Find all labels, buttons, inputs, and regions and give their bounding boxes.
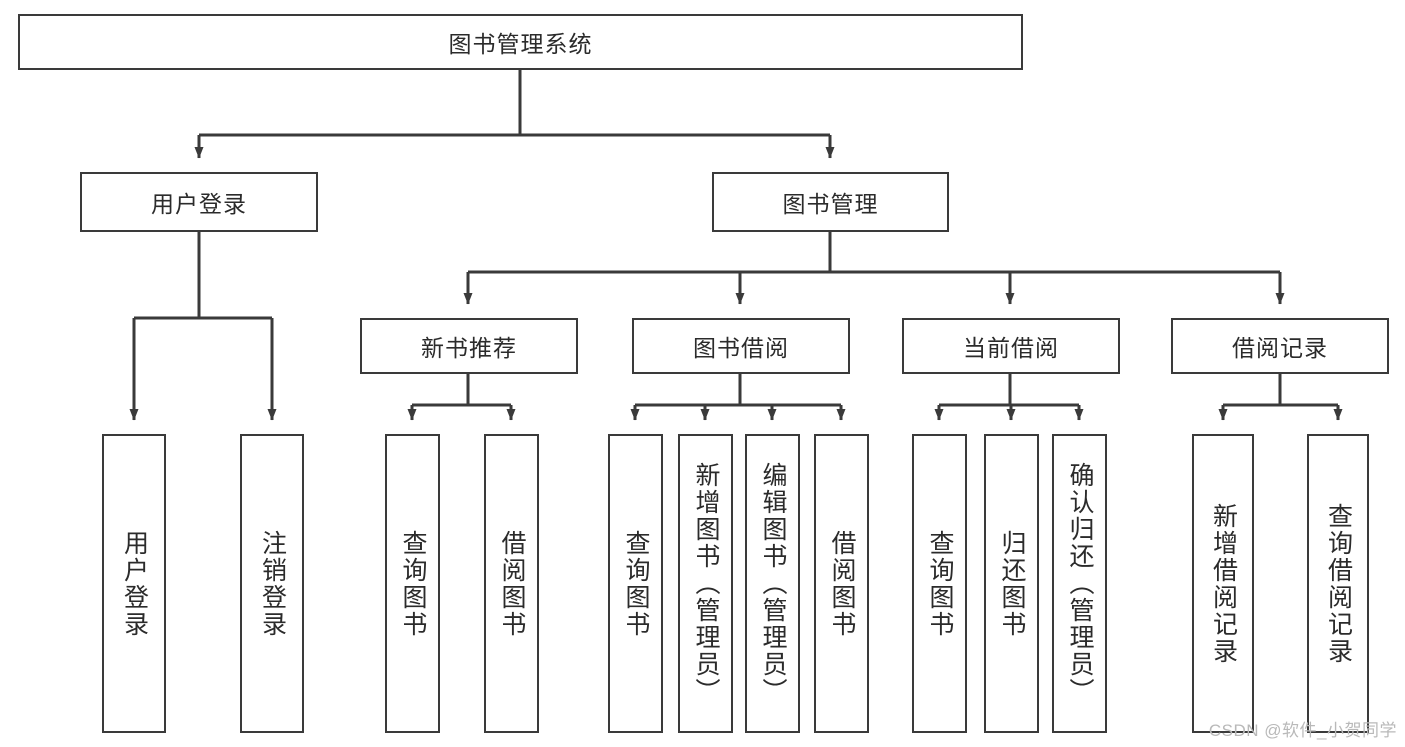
node-leaf-query-book-current[interactable]: 查询图书 (912, 434, 967, 733)
node-leaf-add-borrow-record[interactable]: 新增借阅记录 (1192, 434, 1254, 733)
node-new-book-recommendation[interactable]: 新书推荐 (360, 318, 578, 374)
node-leaf-logout[interactable]: 注销登录 (240, 434, 304, 733)
node-label: 新增借阅记录 (1209, 502, 1238, 665)
node-leaf-add-book-admin[interactable]: 新增图书（管理员） (678, 434, 733, 733)
node-label: 图书管理系统 (448, 31, 593, 57)
node-label: 归还图书 (998, 529, 1026, 638)
node-label: 当前借阅 (963, 335, 1059, 361)
watermark-text: CSDN @软件_小贺同学 (1208, 721, 1397, 740)
node-leaf-query-book-recommend[interactable]: 查询图书 (385, 434, 440, 733)
node-label: 新书推荐 (421, 335, 517, 361)
node-book-management[interactable]: 图书管理 (712, 172, 949, 232)
node-current-borrow[interactable]: 当前借阅 (902, 318, 1120, 374)
node-label: 用户登录 (151, 191, 247, 217)
node-label: 新增图书（管理员） (692, 462, 720, 705)
node-book-borrow[interactable]: 图书借阅 (632, 318, 850, 374)
node-root-system[interactable]: 图书管理系统 (18, 14, 1023, 70)
node-label: 查询借阅记录 (1324, 502, 1353, 665)
node-label: 查询图书 (926, 529, 954, 638)
node-label: 用户登录 (120, 529, 149, 638)
node-label: 查询图书 (622, 529, 650, 638)
node-label: 图书借阅 (693, 335, 789, 361)
node-user-login[interactable]: 用户登录 (80, 172, 318, 232)
node-label: 借阅图书 (498, 529, 526, 638)
node-label: 确认归还（管理员） (1066, 462, 1094, 705)
node-label: 查询图书 (399, 529, 427, 638)
node-label: 图书管理 (782, 191, 879, 217)
node-leaf-query-borrow-record[interactable]: 查询借阅记录 (1307, 434, 1369, 733)
node-leaf-query-book-borrow[interactable]: 查询图书 (608, 434, 663, 733)
node-label: 编辑图书（管理员） (759, 462, 787, 705)
node-leaf-borrow-book[interactable]: 借阅图书 (814, 434, 869, 733)
node-leaf-user-login[interactable]: 用户登录 (102, 434, 166, 733)
node-label: 注销登录 (258, 529, 287, 638)
node-label: 借阅记录 (1232, 335, 1328, 361)
node-leaf-borrow-book-recommend[interactable]: 借阅图书 (484, 434, 539, 733)
node-leaf-edit-book-admin[interactable]: 编辑图书（管理员） (745, 434, 800, 733)
node-leaf-confirm-return-admin[interactable]: 确认归还（管理员） (1052, 434, 1107, 733)
node-leaf-return-book[interactable]: 归还图书 (984, 434, 1039, 733)
node-borrow-record[interactable]: 借阅记录 (1171, 318, 1389, 374)
node-label: 借阅图书 (828, 529, 856, 638)
